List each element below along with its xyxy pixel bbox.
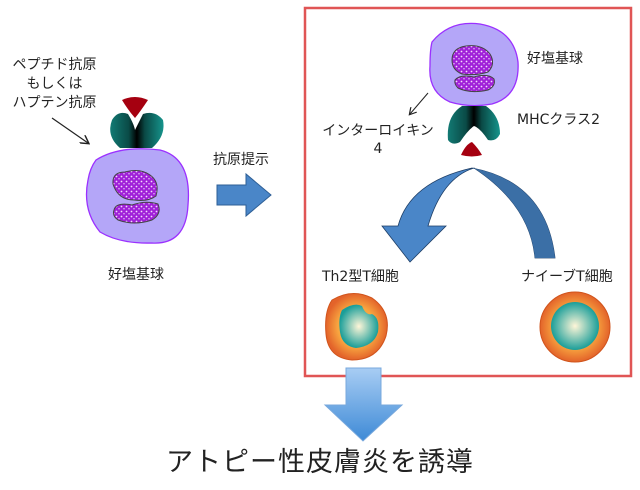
result-title: アトピー性皮膚炎を誘導 [166, 447, 474, 478]
th2-label: Th2型T細胞 [322, 269, 399, 285]
box-basophil-label: 好塩基球 [527, 51, 583, 67]
basophil-nucleus-lower [113, 201, 160, 224]
box-basophil-nucleus-upper [451, 45, 494, 76]
presentation-label: 抗原提示 [213, 152, 269, 168]
differentiation-arrow-shade [472, 168, 555, 258]
box-mhc-class2-shape [447, 106, 500, 144]
antigen-label: ペプチド抗原 もしくは ハプテン抗原 [2, 56, 107, 113]
interleukin-label-line1: インターロイキン [322, 123, 434, 139]
interleukin-label: インターロイキン 4 [308, 122, 448, 158]
antigen-label-line3: ハプテン抗原 [12, 95, 97, 111]
basophil-label: 好塩基球 [108, 267, 164, 283]
mhc-class2-shape [110, 112, 164, 148]
interleukin-label-line2: 4 [373, 141, 383, 157]
th2-cell-nucleus [339, 304, 379, 348]
presentation-frame [303, 6, 633, 378]
box-basophil-nucleus-lower [454, 74, 495, 93]
antigen-shape [122, 97, 148, 118]
result-arrow [323, 367, 404, 442]
antigen-pointer-arrow [51, 117, 88, 143]
interleukin-pointer-arrow [410, 92, 429, 114]
antigen-label-line2: もしくは [26, 76, 83, 92]
antigen-label-line1: ペプチド抗原 [12, 57, 97, 73]
naive-t-cell-label: ナイーブT細胞 [521, 269, 613, 285]
mhc-label: MHCクラス2 [517, 112, 601, 128]
basophil-nucleus-upper [112, 170, 158, 201]
box-antigen-shape [461, 142, 482, 157]
naive-t-cell-nucleus [551, 302, 599, 350]
presentation-arrow [216, 172, 272, 218]
